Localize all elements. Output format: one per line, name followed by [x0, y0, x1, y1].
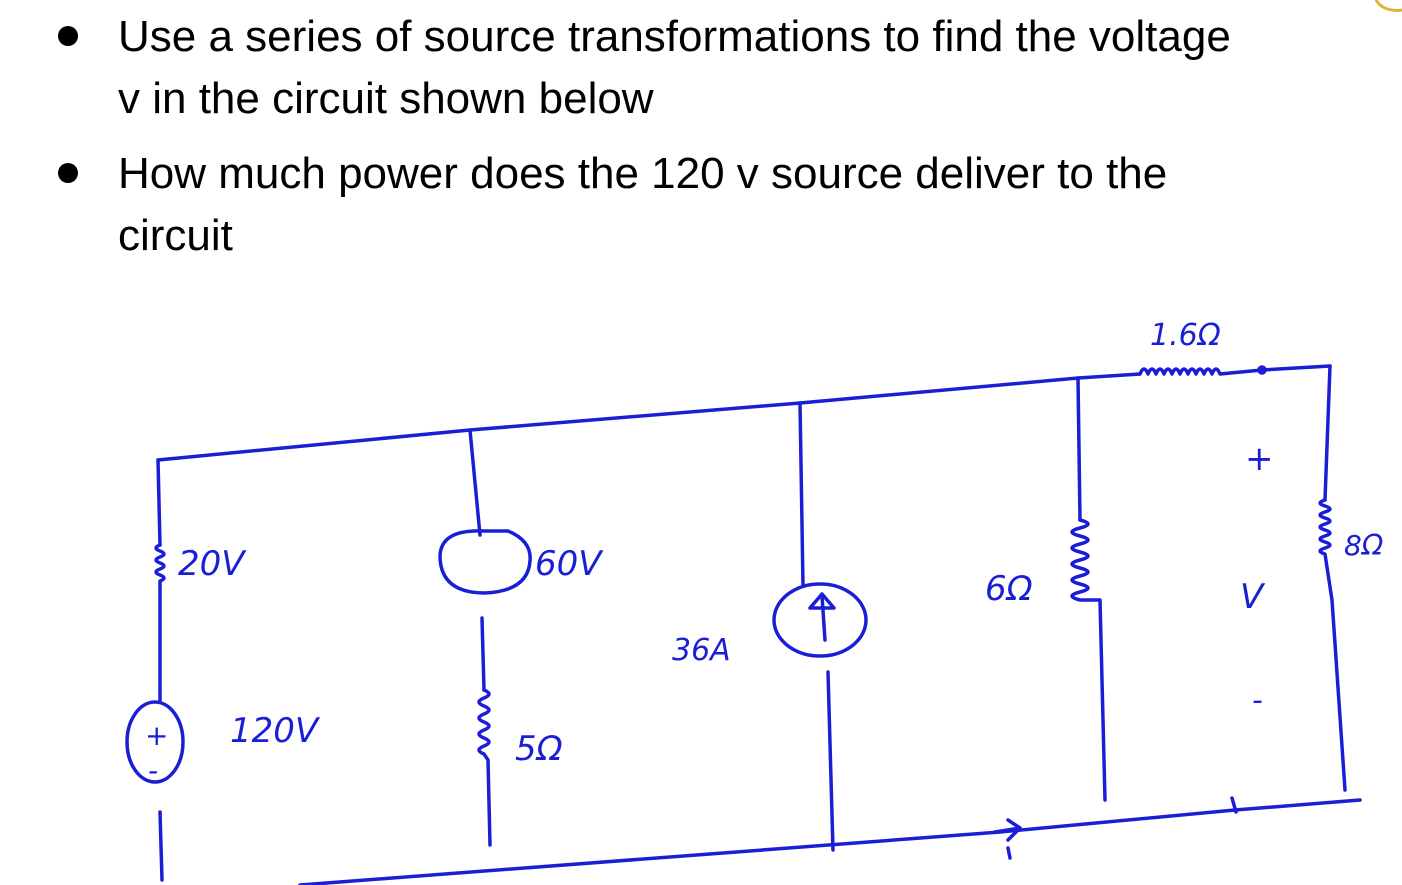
bullet-1-text: Use a series of source transformations t… [118, 6, 1368, 130]
current-source-36a [772, 582, 868, 658]
resistor-20-ohm [154, 543, 166, 702]
bottom-wire-stub [1230, 796, 1238, 814]
bullet-2-line-2: circuit [118, 211, 233, 260]
label-source-minus: - [148, 754, 158, 787]
voltage-source-60v [438, 529, 532, 595]
bottom-wire-tick [1006, 846, 1012, 860]
label-v: V [1240, 577, 1266, 617]
resistor-8-ohm [1318, 498, 1347, 792]
label-source-plus: + [145, 719, 168, 752]
label-6-ohm: 6Ω [985, 569, 1033, 609]
resistor-5-ohm [477, 688, 492, 847]
resistor-1-6-ohm [1138, 364, 1332, 376]
bottom-wire [298, 798, 1362, 885]
label-1-6-ohm: 1.6Ω [1150, 318, 1221, 353]
branch-60v-wire-mid [480, 616, 486, 692]
label-60v: 60V [535, 544, 604, 584]
bullet-dot [58, 26, 78, 46]
bullet-1-line-2: v in the circuit shown below [118, 74, 654, 123]
voltage-source-120v [125, 700, 185, 784]
left-branch-wire-bottom [158, 810, 164, 882]
left-branch-wire-top [156, 458, 162, 547]
label-120v: 120V [230, 711, 321, 751]
bullet-2-text: How much power does the 120 v source del… [118, 143, 1368, 267]
bottom-wire-arrow [993, 818, 1022, 842]
branch-6-ohm-wire-top [1076, 376, 1082, 522]
branch-60v-wire-top [468, 428, 482, 537]
label-5-ohm: 5Ω [515, 729, 563, 769]
label-36a: 36A [672, 633, 731, 668]
junction-dot [1257, 365, 1267, 375]
branch-8-ohm-wire-top [1323, 364, 1332, 502]
label-8-ohm: 8Ω [1344, 529, 1384, 562]
top-wire [156, 372, 1142, 462]
label-20v: 20V [178, 544, 247, 584]
bullet-2-line-1: How much power does the 120 v source del… [118, 149, 1168, 198]
branch-36a-wire-top [798, 401, 805, 587]
resistor-6-ohm [1070, 518, 1107, 802]
branch-36a-wire-bottom [826, 670, 835, 852]
bullet-dot [58, 163, 78, 183]
bullet-1-line-1: Use a series of source transformations t… [118, 12, 1231, 61]
label-v-plus: + [1245, 439, 1274, 479]
label-v-minus: - [1252, 683, 1263, 718]
current-arrow [808, 592, 836, 642]
